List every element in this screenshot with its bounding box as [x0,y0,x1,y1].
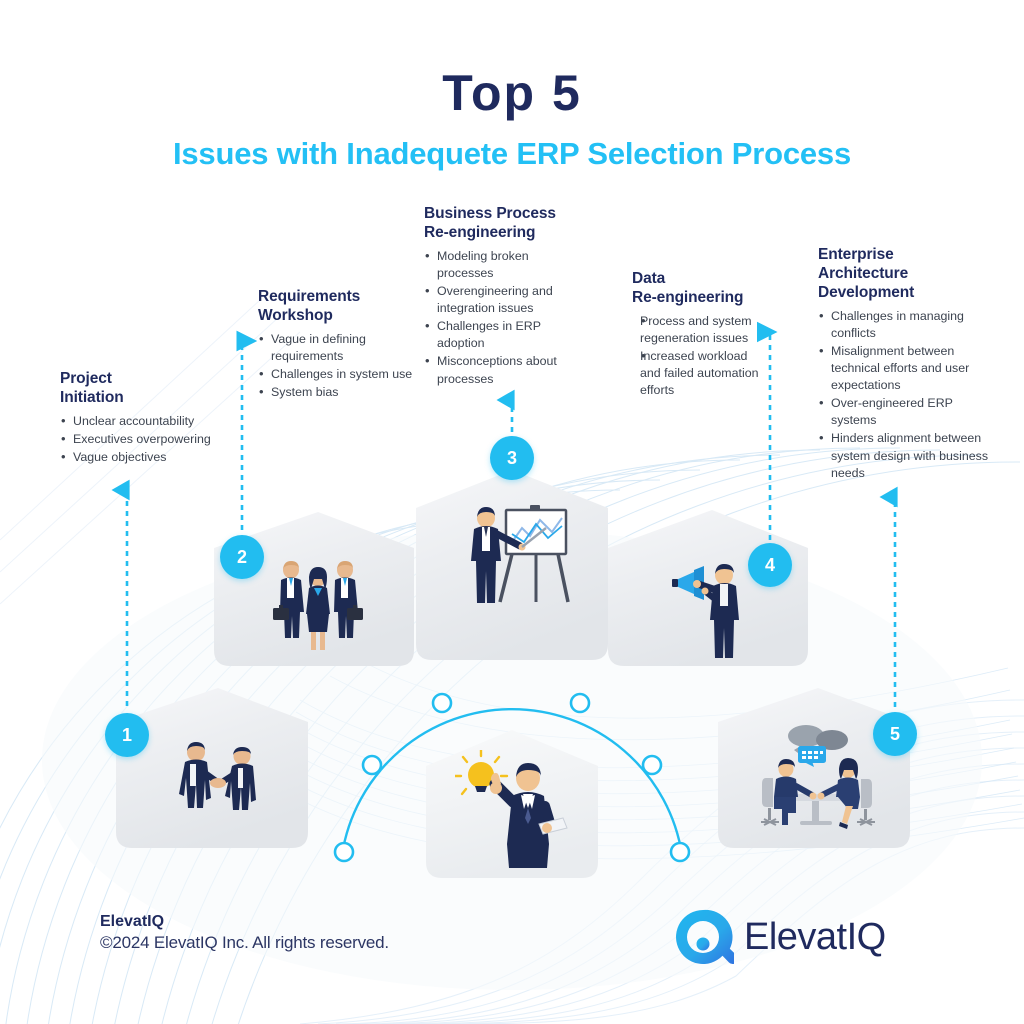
step-badge-5[interactable]: 5 [873,712,917,756]
bullet-item: Challenges in system use [258,365,418,383]
step-1-title-line1: Project [60,370,112,387]
footer-text-group: ElevatIQ ©2024 ElevatIQ Inc. All rights … [100,912,389,954]
bullet-item: Challenges in managing conflicts [818,307,996,342]
bullet-item: Over-engineered ERP systems [818,394,996,429]
step-1-title-line2: Initiation [60,388,124,406]
elevatiq-logo-text: ElevatIQ [744,916,886,958]
step-1-title: Project Initiation [60,370,242,408]
bullet-item: Challenges in ERP adoption [424,317,584,352]
meeting-table-illustration [761,725,875,829]
step-badge-3[interactable]: 3 [490,436,534,480]
step-4-title-line2: Re-engineering [632,288,744,306]
step-badge-2[interactable]: 2 [220,535,264,579]
businessman-idea-lightbulb-illustration [455,750,568,868]
handshake-illustration [179,742,256,810]
step-2-title-line1: Requirements [258,288,361,305]
step-block-1: Project Initiation Unclear accountabilit… [60,370,242,467]
step-5-title-line3: Development [818,283,915,301]
step-block-3: Business Process Re-engineering Modeling… [424,205,584,389]
bullet-item: Misalignment between technical efforts a… [818,342,996,394]
bullet-item: Hinders alignment between system design … [818,429,996,481]
footer-copyright: ©2024 ElevatIQ Inc. All rights reserved. [100,933,389,952]
step-4-bullets: Process and system regeneration issues I… [640,312,764,400]
bullet-item: Vague in defining requirements [258,330,418,365]
step-3-title-line1: Business Process [424,205,556,222]
page-title: Top 5 [442,65,582,121]
business-team-illustration [273,561,363,650]
connector-2 [236,330,258,530]
step-2-title: Requirements Workshop [258,288,418,326]
megaphone-illustration [672,564,739,658]
page-subtitle: Issues with Inadequete ERP Selection Pro… [172,136,852,171]
step-2-bullets: Vague in defining requirements Challenge… [258,330,418,401]
step-5-title: Enterprise Architecture Development [818,246,996,303]
step-5-title-line1: Enterprise [818,246,894,263]
step-4-title-line1: Data [632,270,666,287]
step-5-title-line2: Architecture [818,264,909,282]
step-3-title: Business Process Re-engineering [424,205,584,243]
elevatiq-logo[interactable]: ElevatIQ [672,906,886,968]
step-5-bullets: Challenges in managing conflicts Misalig… [818,307,996,482]
bullet-item: Modeling broken processes [424,247,584,282]
bullet-item: Increased workload and failed automation… [640,347,764,399]
step-3-bullets: Modeling broken processes Overengineerin… [424,247,584,388]
bullet-item: System bias [258,383,418,401]
bullet-item: Vague objectives [60,448,242,466]
step-block-2: Requirements Workshop Vague in defining … [258,288,418,402]
bullet-item: Misconceptions about processes [424,352,584,387]
step-2-title-line2: Workshop [258,306,333,324]
step-4-title: Data Re-engineering [632,270,764,308]
step-badge-4[interactable]: 4 [748,543,792,587]
bullet-item: Process and system regeneration issues [640,312,764,347]
bullet-item: Executives overpowering [60,430,242,448]
bullet-item: Overengineering and integration issues [424,282,584,317]
step-1-bullets: Unclear accountability Executives overpo… [60,412,242,466]
step-badge-1[interactable]: 1 [105,713,149,757]
header: Top 5 Issues with Inadequete ERP Selecti… [0,0,1024,169]
step-block-5: Enterprise Architecture Development Chal… [818,246,996,483]
elevatiq-q-logo-icon [676,909,734,965]
step-3-title-line2: Re-engineering [424,223,536,241]
bullet-item: Unclear accountability [60,412,242,430]
presentation-whiteboard-illustration [471,505,570,603]
step-block-4: Data Re-engineering Process and system r… [632,270,764,400]
footer-brand: ElevatIQ [100,913,165,930]
